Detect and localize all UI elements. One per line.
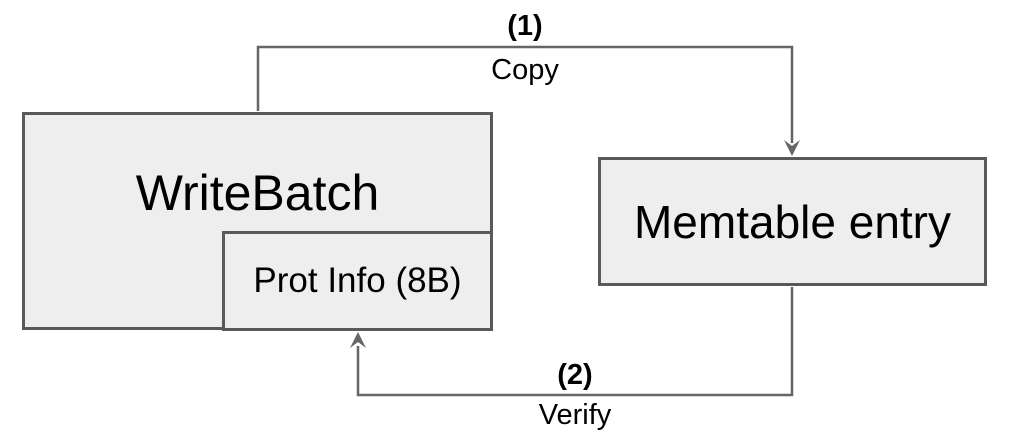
copy-arrow-label: Copy	[491, 54, 559, 86]
copy-arrowhead-icon	[784, 140, 800, 156]
verify-arrow-label: Verify	[538, 399, 612, 431]
node-memtable-entry: Memtable entry	[598, 157, 987, 286]
node-memtable-entry-label: Memtable entry	[633, 195, 951, 248]
node-writebatch-label: WriteBatch	[135, 165, 380, 221]
node-prot-info-label: Prot Info (8B)	[253, 261, 462, 300]
copy-arrow-number: (1)	[507, 10, 543, 42]
node-prot-info: Prot Info (8B)	[222, 231, 493, 331]
verify-arrow-number: (2)	[557, 359, 593, 391]
verify-arrowhead-icon	[350, 332, 366, 348]
